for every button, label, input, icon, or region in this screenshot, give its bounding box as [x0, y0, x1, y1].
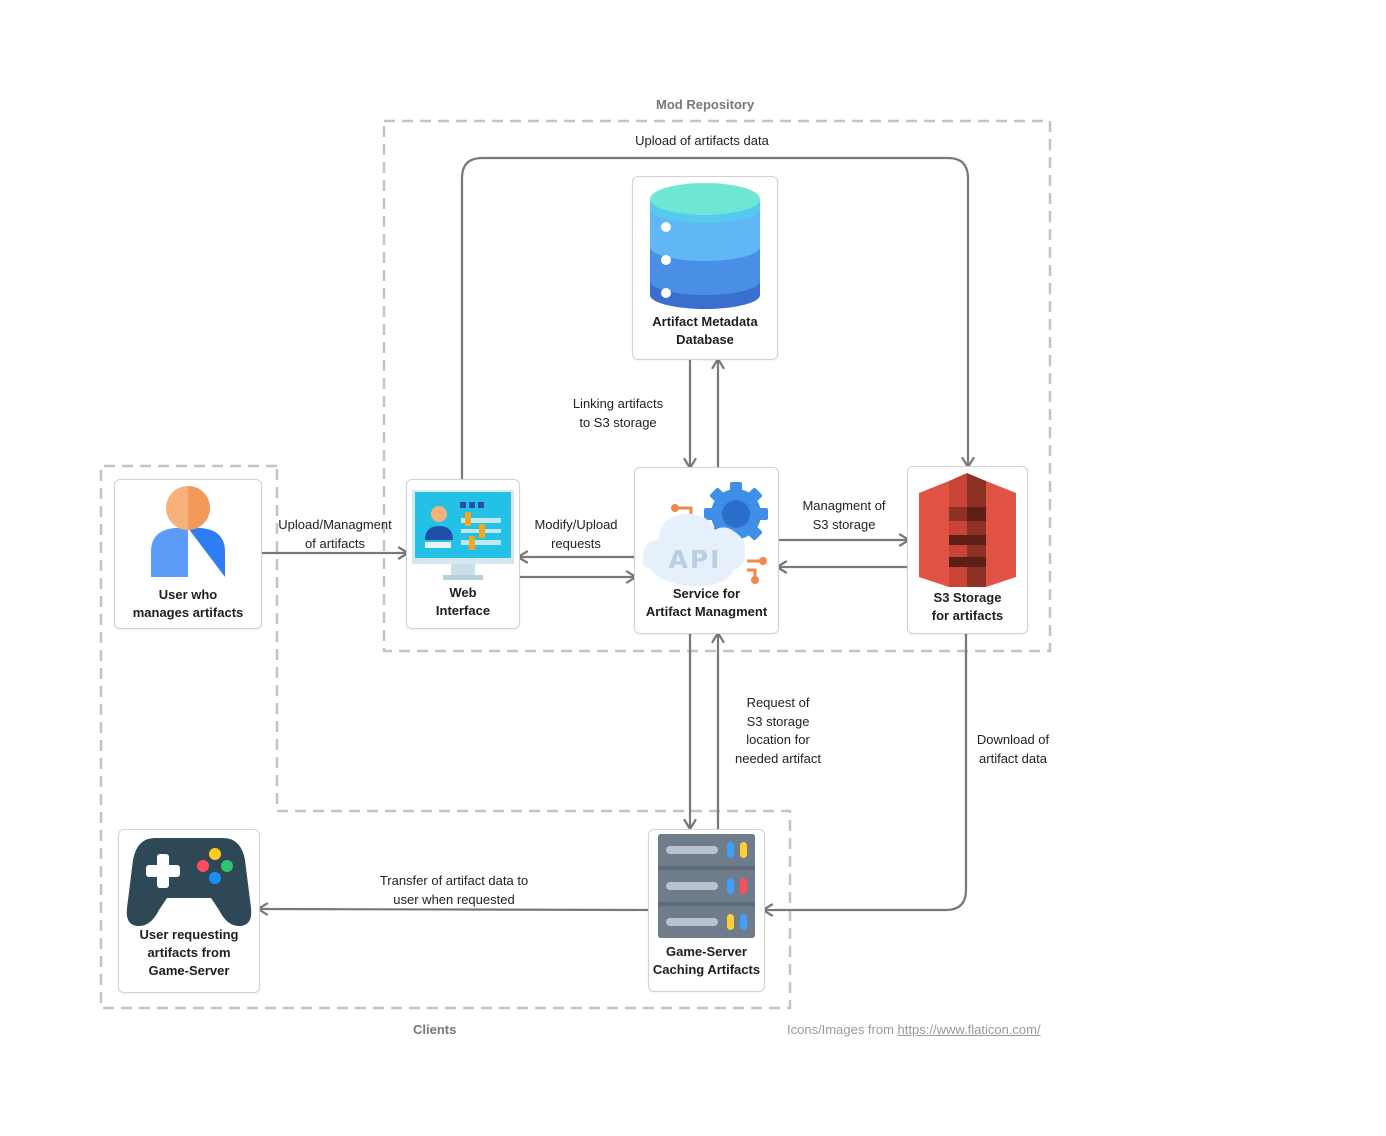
- icon-credit: Icons/Images from https://www.flaticon.c…: [787, 1022, 1041, 1037]
- node-api-service-label: Service for Artifact Managment: [645, 586, 768, 619]
- mod-repository-label: Mod Repository: [656, 97, 755, 112]
- s3-bucket-icon: [919, 473, 1016, 587]
- api-icon-text: API: [669, 545, 722, 574]
- node-api-service[interactable]: API Service for Artifact Managment: [634, 467, 779, 634]
- credit-link[interactable]: https://www.flaticon.com/: [897, 1022, 1041, 1037]
- node-metadata-db[interactable]: Artifact Metadata Database: [632, 176, 778, 360]
- edge-download-artifact: [761, 633, 968, 917]
- node-s3-storage[interactable]: S3 Storage for artifacts: [907, 466, 1028, 634]
- edge-label-modify-upload: Modify/Upload requests: [534, 517, 618, 551]
- node-web-interface-label: Web Interface: [435, 585, 491, 618]
- edge-label-upload-management: Upload/Managment of artifacts: [278, 517, 392, 551]
- node-user-manager-label: User who manages artifacts: [132, 587, 244, 620]
- node-metadata-db-label: Artifact Metadata Database: [652, 314, 758, 347]
- node-user-requesting-label: User requesting artifacts from Game-Serv…: [139, 927, 239, 978]
- edge-label-request-s3-location: Request of S3 storage location for neede…: [734, 695, 821, 766]
- edge-label-transfer-artifact: Transfer of artifact data to user when r…: [379, 873, 529, 907]
- credit-prefix: Icons/Images from: [787, 1022, 898, 1037]
- edge-transfer-artifact: [256, 902, 651, 916]
- node-s3-storage-label: S3 Storage for artifacts: [931, 590, 1004, 623]
- api-cloud-icon: API: [642, 482, 768, 586]
- database-icon: [650, 183, 760, 309]
- node-game-server-label: Game-Server Caching Artifacts: [652, 944, 761, 977]
- node-game-server[interactable]: Game-Server Caching Artifacts: [648, 829, 765, 992]
- user-icon: [151, 486, 225, 577]
- clients-boundary: [99, 464, 792, 1010]
- edge-label-upload-artifacts-data: Upload of artifacts data: [635, 133, 769, 148]
- clients-label: Clients: [413, 1022, 457, 1037]
- node-user-manager[interactable]: User who manages artifacts: [114, 479, 262, 629]
- gamepad-icon: [126, 838, 252, 926]
- edge-upload-artifacts-data: [460, 156, 975, 480]
- node-user-requesting[interactable]: User requesting artifacts from Game-Serv…: [118, 829, 260, 993]
- mod-repository-boundary: [382, 119, 1052, 653]
- monitor-icon: [412, 490, 514, 580]
- edge-label-linking-artifacts: Linking artifacts to S3 storage: [572, 396, 664, 430]
- node-web-interface[interactable]: Web Interface: [406, 479, 520, 629]
- server-rack-icon: [658, 834, 755, 938]
- edge-label-download-artifact: Download of artifact data: [976, 732, 1050, 766]
- edge-label-management-s3: Managment of S3 storage: [802, 498, 886, 532]
